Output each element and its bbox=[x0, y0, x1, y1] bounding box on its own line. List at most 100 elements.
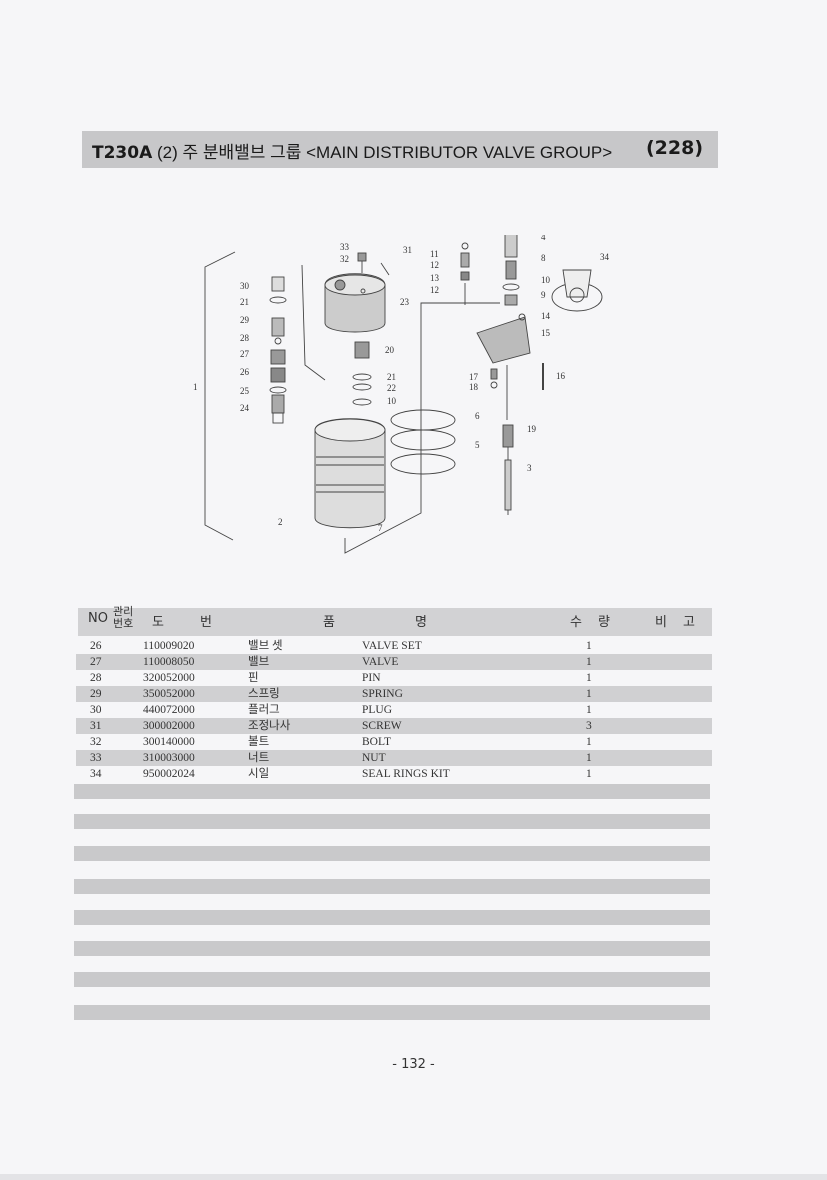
cell-no: 30 bbox=[90, 704, 102, 716]
callout-25: 25 bbox=[240, 386, 250, 396]
callout-4: 4 bbox=[541, 235, 546, 242]
header-bar bbox=[82, 131, 718, 168]
callout-24: 24 bbox=[240, 403, 250, 413]
callout-26: 26 bbox=[240, 367, 250, 377]
cell-part-number: 110008050 bbox=[143, 656, 195, 668]
col-header-qty-1: 수 bbox=[570, 615, 582, 630]
cell-korean-name: 밸브 bbox=[248, 656, 270, 668]
cell-quantity: 1 bbox=[586, 688, 592, 700]
col-header-mgmt-top: 관리 bbox=[113, 605, 134, 618]
callout-5: 5 bbox=[475, 440, 480, 450]
cell-korean-name: 핀 bbox=[248, 672, 259, 684]
callout-11: 11 bbox=[430, 249, 439, 259]
col-header-mgmt: 관리 번호 bbox=[113, 606, 133, 630]
page-reference: (228) bbox=[645, 137, 703, 159]
callout-21: 21 bbox=[240, 297, 249, 307]
col-header-name-1: 품 bbox=[323, 615, 335, 630]
cell-no: 34 bbox=[90, 768, 102, 780]
callout-6: 6 bbox=[475, 411, 480, 421]
cell-quantity: 3 bbox=[586, 720, 592, 732]
callout-9: 9 bbox=[541, 290, 546, 300]
callout-10: 10 bbox=[541, 275, 551, 285]
col-header-remark-1: 비 bbox=[655, 615, 667, 630]
model-code: T230A bbox=[92, 143, 153, 163]
cell-english-name: BOLT bbox=[362, 736, 391, 748]
cell-quantity: 1 bbox=[586, 768, 592, 780]
cell-no: 29 bbox=[90, 688, 102, 700]
cell-no: 28 bbox=[90, 672, 102, 684]
cell-english-name: NUT bbox=[362, 752, 386, 764]
callout-20: 20 bbox=[385, 345, 395, 355]
callout-30: 30 bbox=[240, 281, 250, 291]
callout-33: 33 bbox=[340, 242, 350, 252]
cell-no: 32 bbox=[90, 736, 102, 748]
cell-part-number: 310003000 bbox=[143, 752, 195, 764]
empty-row-band bbox=[74, 784, 710, 799]
cell-quantity: 1 bbox=[586, 640, 592, 652]
cell-part-number: 320052000 bbox=[143, 672, 195, 684]
cell-korean-name: 볼트 bbox=[248, 736, 270, 748]
cell-korean-name: 시일 bbox=[248, 768, 270, 780]
col-header-no: NO bbox=[88, 611, 108, 626]
col-header-name-2: 명 bbox=[415, 615, 427, 630]
callout-15: 15 bbox=[541, 328, 551, 338]
cell-part-number: 300002000 bbox=[143, 720, 195, 732]
callout-3: 3 bbox=[527, 463, 532, 473]
table-row: 31 300002000 조정나사 SCREW 3 bbox=[76, 718, 712, 734]
table-header bbox=[78, 608, 712, 636]
col-header-qty-2: 량 bbox=[598, 615, 610, 630]
cell-quantity: 1 bbox=[586, 704, 592, 716]
empty-row-band bbox=[74, 972, 710, 987]
callout-12b: 12 bbox=[430, 285, 439, 295]
callout-2: 2 bbox=[278, 517, 283, 527]
cell-part-number: 300140000 bbox=[143, 736, 195, 748]
group-bracket bbox=[204, 251, 236, 541]
table-row: 32 300140000 볼트 BOLT 1 bbox=[76, 734, 712, 750]
section-name: (2) 주 분배밸브 그룹 <MAIN DISTRIBUTOR VALVE GR… bbox=[156, 143, 613, 162]
callout-18: 18 bbox=[469, 382, 479, 392]
col-header-drawing-1: 도 bbox=[152, 615, 164, 630]
col-header-remark-2: 고 bbox=[683, 615, 695, 630]
callout-22: 22 bbox=[387, 383, 396, 393]
callout-29: 29 bbox=[240, 315, 250, 325]
callout-19: 19 bbox=[527, 424, 537, 434]
cell-no: 31 bbox=[90, 720, 102, 732]
empty-row-band bbox=[74, 941, 710, 956]
callout-32: 32 bbox=[340, 254, 349, 264]
empty-row-band bbox=[74, 814, 710, 829]
section-title: T230A (2) 주 분배밸브 그룹 <MAIN DISTRIBUTOR VA… bbox=[92, 138, 612, 163]
cell-quantity: 1 bbox=[586, 736, 592, 748]
empty-row-band bbox=[74, 879, 710, 894]
exploded-parts-diagram: 33 32 31 30 21 29 28 27 26 25 24 1 23 20… bbox=[193, 235, 610, 554]
cell-korean-name: 조정나사 bbox=[248, 720, 291, 732]
callout-7: 7 bbox=[378, 523, 383, 533]
cell-english-name: VALVE bbox=[362, 656, 399, 668]
cell-english-name: SCREW bbox=[362, 720, 402, 732]
callout-8: 8 bbox=[541, 253, 546, 263]
callout-10b: 10 bbox=[387, 396, 397, 406]
cell-korean-name: 플러그 bbox=[248, 704, 280, 716]
cell-no: 26 bbox=[90, 640, 102, 652]
cell-english-name: VALVE SET bbox=[362, 640, 422, 652]
callout-17: 17 bbox=[469, 372, 479, 382]
callout-14: 14 bbox=[541, 311, 551, 321]
callout-31: 31 bbox=[403, 245, 412, 255]
empty-row-band bbox=[74, 910, 710, 925]
callout-23: 23 bbox=[400, 297, 410, 307]
cell-quantity: 1 bbox=[586, 672, 592, 684]
cell-quantity: 1 bbox=[586, 656, 592, 668]
callout-27: 27 bbox=[240, 349, 250, 359]
cell-korean-name: 밸브 셋 bbox=[248, 640, 283, 652]
cell-no: 27 bbox=[90, 656, 102, 668]
cell-quantity: 1 bbox=[586, 752, 592, 764]
cell-korean-name: 너트 bbox=[248, 752, 270, 764]
page-number: - 132 - bbox=[392, 1057, 435, 1072]
cell-part-number: 350052000 bbox=[143, 688, 195, 700]
cell-english-name: SPRING bbox=[362, 688, 403, 700]
